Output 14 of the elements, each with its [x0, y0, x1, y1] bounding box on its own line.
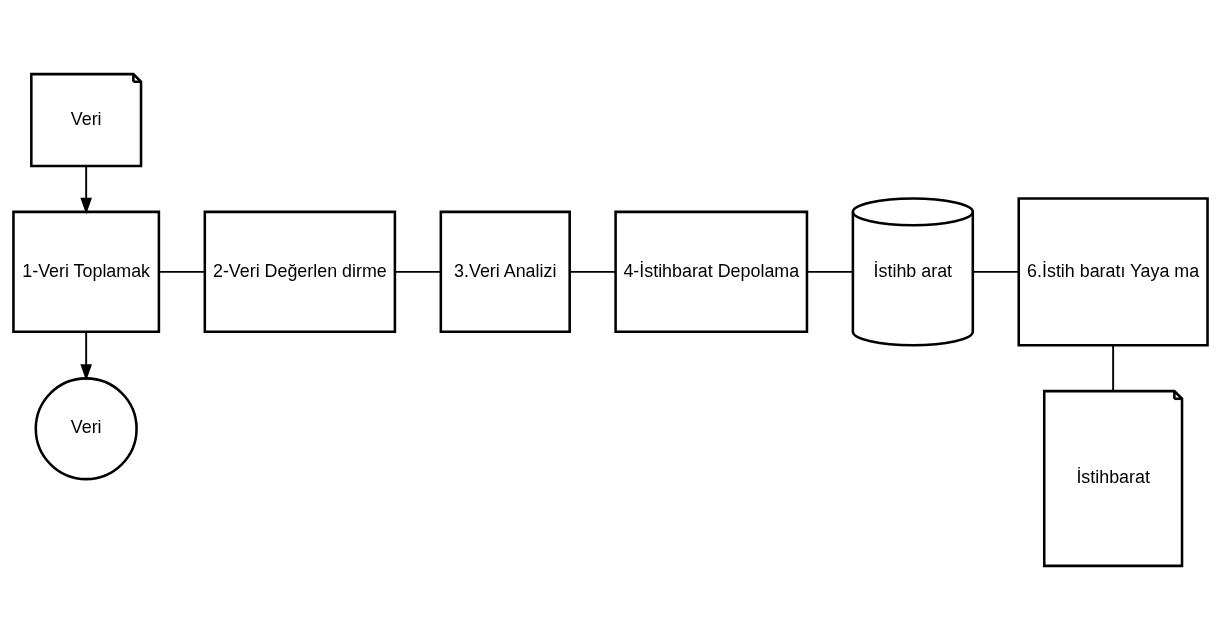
connector: [394, 270, 442, 273]
arrow: [80, 164, 92, 214]
node-circle: Veri: [34, 376, 138, 480]
node-box: 1-Veri Toplamak: [12, 210, 161, 333]
node-box: 3.Veri Analizi: [439, 210, 571, 333]
connector: [568, 270, 617, 273]
connector: [971, 270, 1020, 273]
connector: [1112, 343, 1115, 392]
node-box: 4-İstihbarat Depolama: [614, 210, 809, 333]
node-box: 2-Veri Değerlen dirme: [203, 210, 397, 333]
connector: [806, 270, 854, 273]
node-box: 6.İstih baratı Yaya ma: [1017, 196, 1209, 346]
arrow: [80, 330, 92, 381]
connector: [157, 270, 206, 273]
